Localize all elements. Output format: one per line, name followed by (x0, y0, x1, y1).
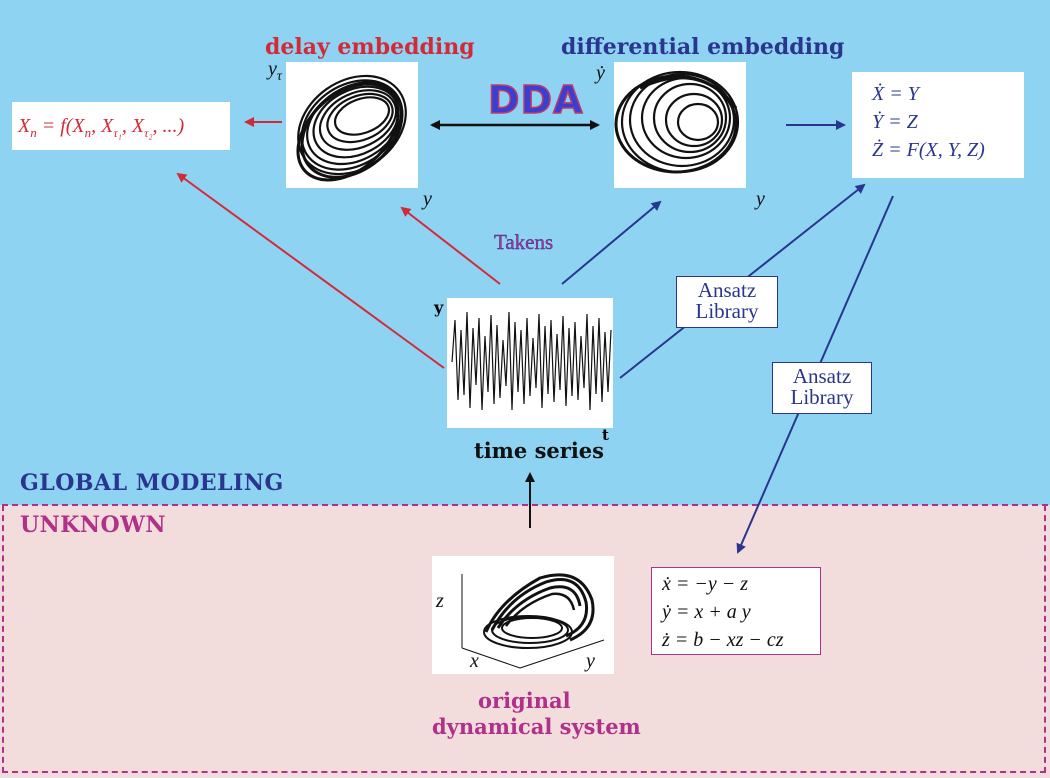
time-series-caption: time series (474, 438, 604, 463)
region-divider (2, 504, 1048, 506)
global-model-equations: Ẋ = Y Ẏ = Z Ż = F(X, Y, Z) (852, 72, 1024, 178)
unknown-label: UNKNOWN (20, 512, 167, 538)
delay-y-axis-label: yτ (268, 58, 282, 84)
delay-x-axis-label: y (423, 188, 432, 210)
original-caption-line1: original (478, 688, 571, 713)
arrow-timeseries-to-differential (561, 200, 662, 285)
time-series-signal (451, 311, 612, 411)
original-y-axis-label: y (586, 650, 595, 672)
differential-x-axis-label: y (756, 188, 765, 210)
original-equations: ẋ = −y − z ẏ = x + a y ż = b − xz − cz (651, 567, 821, 655)
original-x-axis-label: x (470, 650, 479, 672)
original-z-axis-label: z (436, 590, 444, 612)
global-modeling-label: GLOBAL MODELING (20, 470, 284, 496)
arrow-timeseries-to-model (176, 172, 445, 369)
differential-attractor (614, 70, 740, 174)
ansatz-library-box-1: Ansatz Library (676, 276, 778, 328)
differential-y-axis-label: ẏ (596, 62, 605, 84)
arrow-timeseries-to-delay (400, 206, 501, 285)
delay-attractor (296, 74, 407, 182)
original-attractor (461, 573, 605, 669)
takens-label: Takens (494, 230, 554, 254)
delay-model-equation: Xn = f(Xn, Xτ₁, Xτ₂, ...) (12, 102, 230, 150)
dda-label: DDA (487, 77, 584, 123)
differential-embedding-title: differential embedding (561, 34, 845, 60)
time-series-y-label: y (434, 298, 444, 317)
unknown-region-border (2, 505, 1046, 773)
ansatz-library-box-2: Ansatz Library (772, 362, 872, 414)
time-series-t-label: t (602, 426, 609, 444)
original-caption-line2: dynamical system (432, 714, 641, 739)
delay-embedding-title: delay embedding (265, 34, 475, 60)
